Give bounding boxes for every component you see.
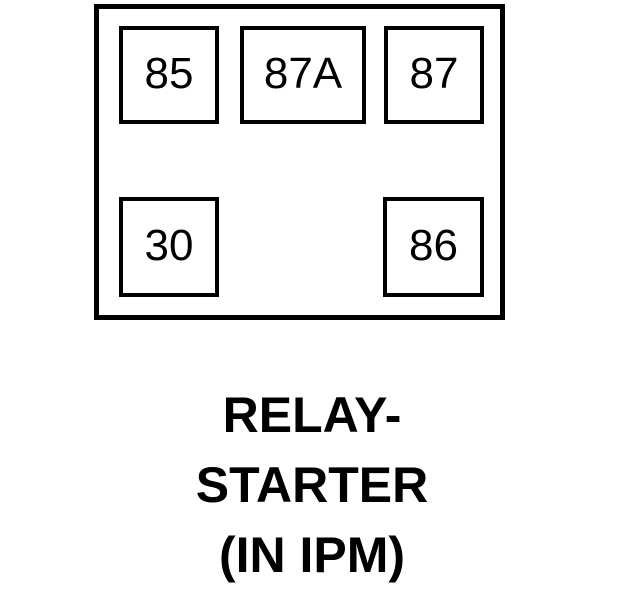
relay-housing: 85 87A 87 30 86 [94,4,505,320]
terminal-pin-86-label: 86 [409,221,458,270]
terminal-pin-30: 30 [119,197,219,297]
terminal-pin-86: 86 [383,197,484,297]
terminal-pin-87-label: 87 [409,49,459,98]
terminal-pin-30-label: 30 [144,221,194,270]
caption-line-1: RELAY- [222,387,402,443]
terminal-pin-87a: 87A [240,26,366,124]
diagram-caption: RELAY- STARTER (IN IPM) [0,380,624,590]
terminal-pin-85-label: 85 [144,49,194,98]
terminal-pin-85: 85 [119,26,219,124]
caption-line-2: STARTER [195,457,429,513]
caption-line-3: (IN IPM) [218,527,406,583]
terminal-pin-87a-label: 87A [263,49,343,98]
terminal-pin-87: 87 [384,26,484,124]
